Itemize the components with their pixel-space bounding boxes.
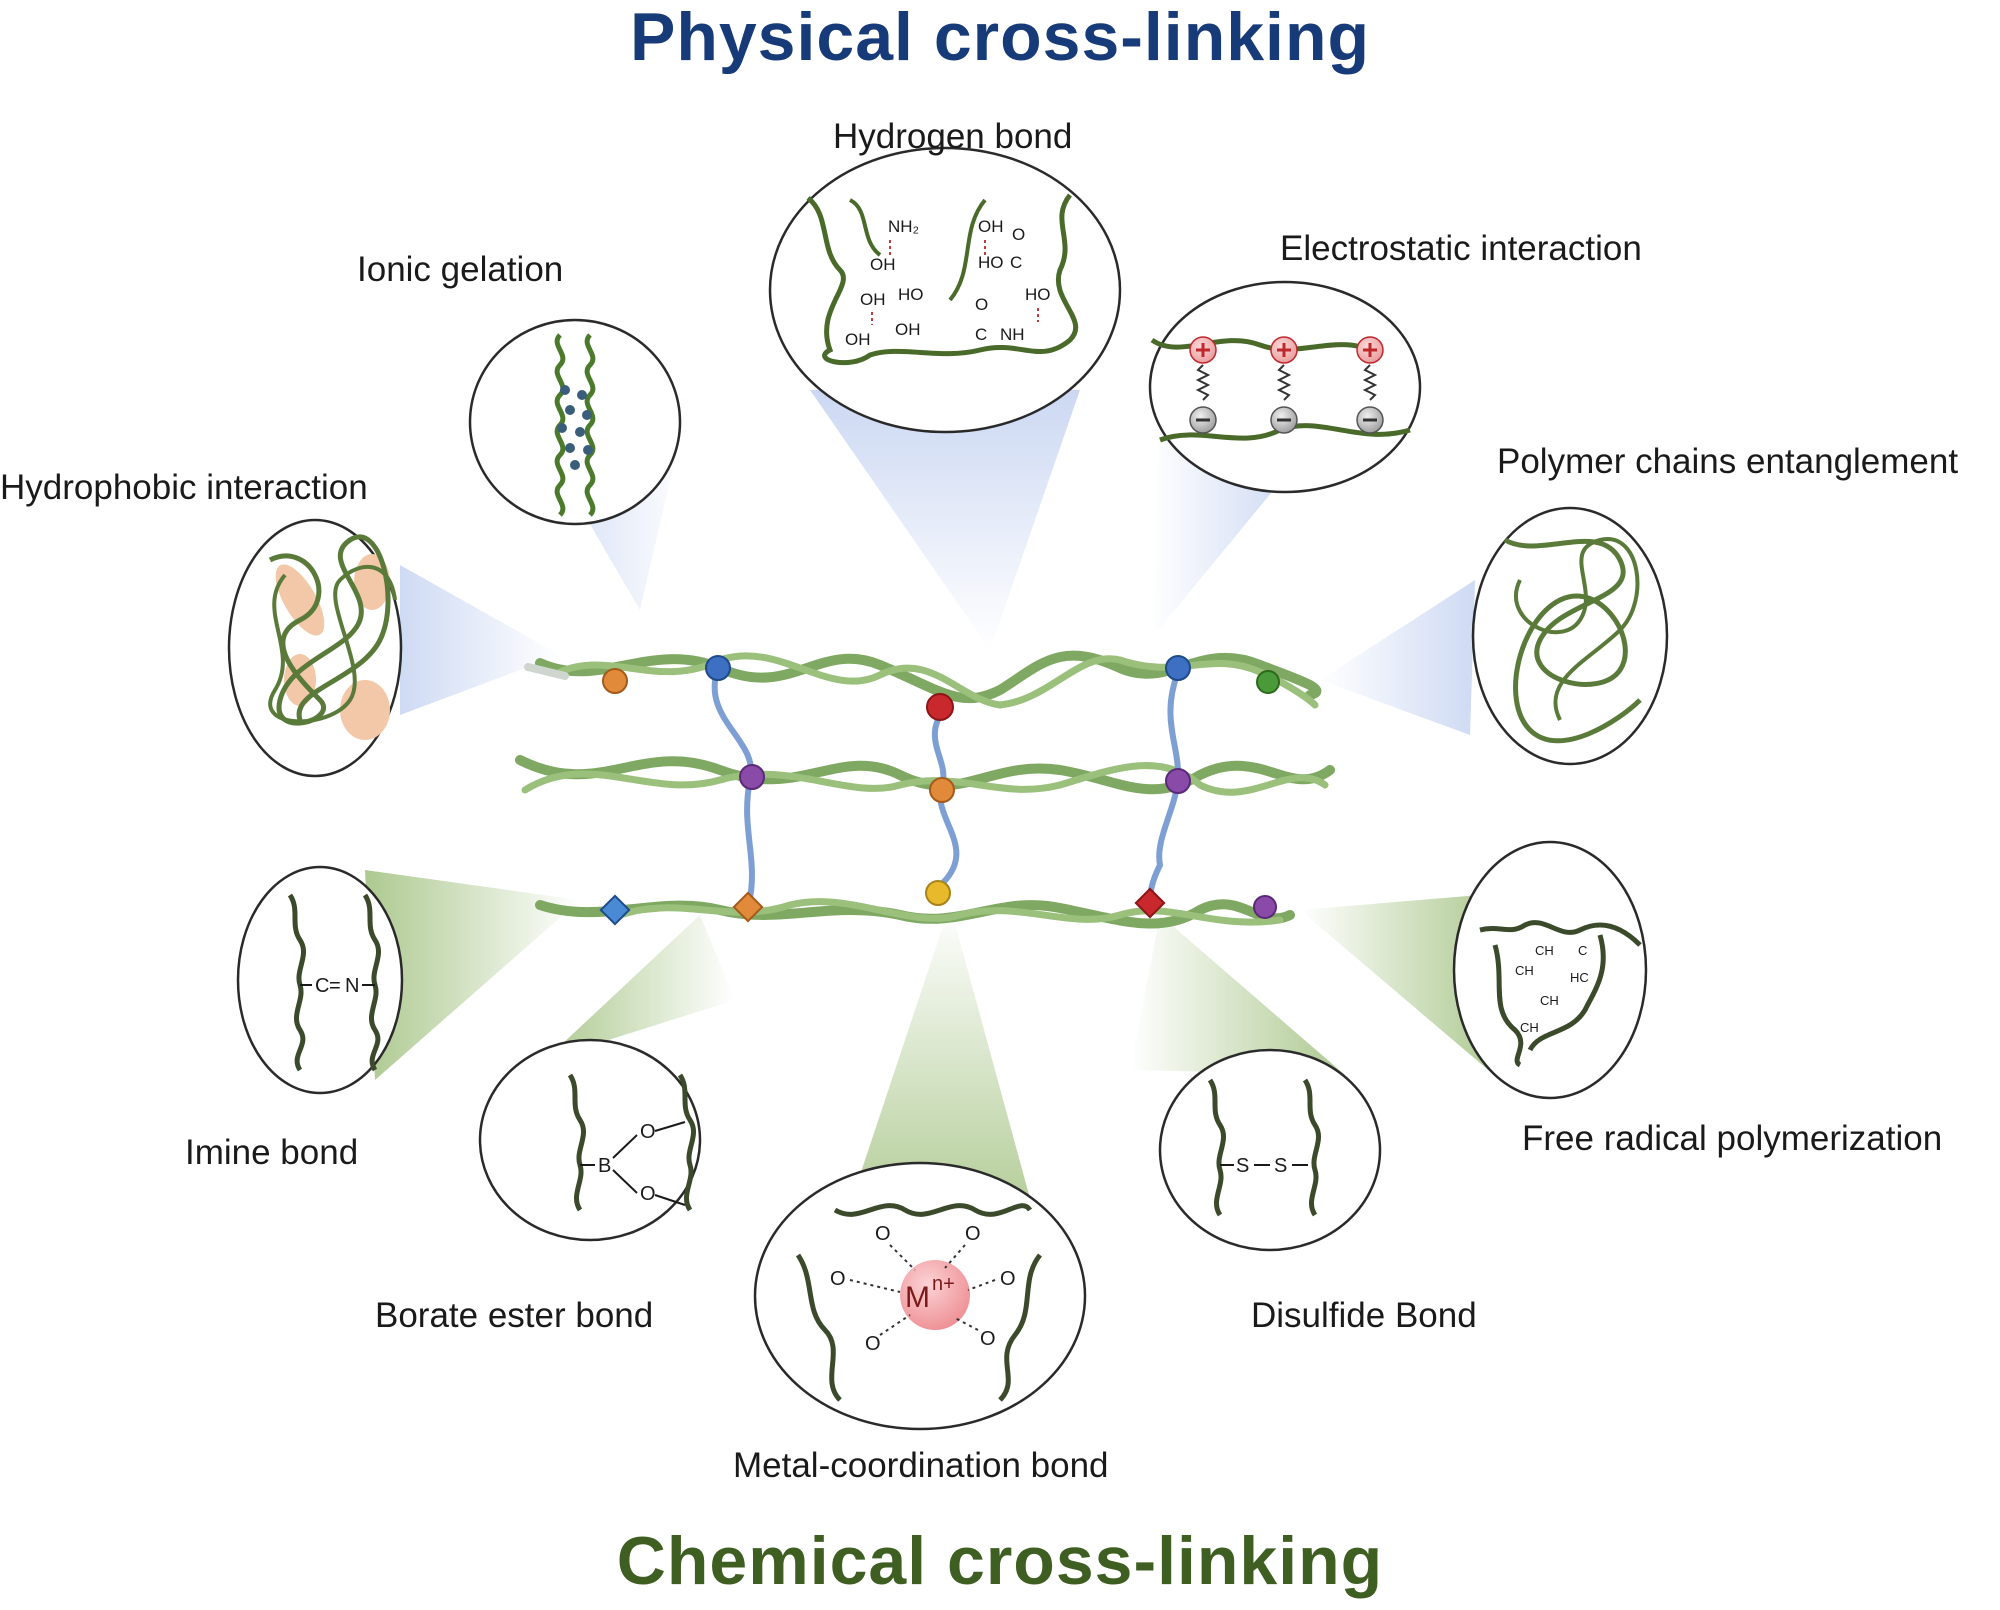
borate-o: O — [640, 1121, 656, 1143]
label-imine-bond: Imine bond — [185, 1133, 359, 1172]
label-hydrogen-bond: Hydrogen bond — [833, 117, 1073, 156]
h-oh: OH — [845, 330, 871, 349]
node-diamond-blue — [599, 894, 631, 926]
beam-hydrogen — [810, 390, 1080, 650]
h-oh: OH — [978, 217, 1004, 236]
node-blue — [705, 655, 731, 681]
bubble-borate: B O O — [478, 1038, 702, 1242]
bubble-disulfide: S S — [1158, 1048, 1382, 1252]
node-yellow — [925, 880, 951, 906]
imine-n: N — [345, 975, 359, 997]
metal-o: O — [830, 1268, 846, 1290]
fr-hc: HC — [1570, 970, 1589, 985]
node-green — [1256, 670, 1280, 694]
h-oh: OH — [860, 290, 886, 309]
h-o: O — [1012, 225, 1025, 244]
beam-disulfide — [1130, 915, 1345, 1075]
node-orange — [602, 668, 628, 694]
bubble-hydrophobic — [227, 518, 403, 778]
node-diamond-orange — [732, 891, 764, 923]
chemical-beams — [365, 870, 1500, 1235]
metal-symbol: M — [905, 1281, 930, 1314]
bubble-imine: C = N — [236, 865, 404, 1095]
beam-metal — [840, 905, 1040, 1235]
physical-crosslinking-title: Physical cross-linking — [629, 0, 1371, 75]
node-red — [926, 693, 954, 721]
h-c: C — [1010, 253, 1022, 272]
chemical-crosslinking-title: Chemical cross-linking — [616, 1523, 1384, 1599]
fr-c: C — [1578, 943, 1587, 958]
fr-ch: CH — [1520, 1020, 1539, 1035]
h-oh: OH — [895, 320, 921, 339]
beam-hydrophobic — [400, 565, 560, 715]
metal-o: O — [865, 1333, 881, 1355]
label-metal-coordination-bond: Metal-coordination bond — [733, 1446, 1109, 1485]
svg-text:=: = — [329, 975, 341, 997]
metal-o: O — [965, 1223, 981, 1245]
disulfide-s: S — [1236, 1155, 1249, 1177]
h-ho: HO — [978, 253, 1004, 272]
bubble-entanglement — [1471, 506, 1669, 766]
bubble-electrostatic — [1148, 280, 1422, 494]
beam-free-radical — [1300, 895, 1500, 1080]
beam-imine — [365, 870, 580, 1080]
metal-charge: n+ — [932, 1273, 955, 1295]
node-diamond-red — [1134, 887, 1166, 919]
node-orange — [929, 777, 955, 803]
label-hydrophobic-interaction: Hydrophobic interaction — [0, 468, 368, 507]
metal-o: O — [980, 1328, 996, 1350]
node-blue — [1165, 655, 1191, 681]
label-borate-ester-bond: Borate ester bond — [375, 1296, 654, 1335]
label-electrostatic-interaction: Electrostatic interaction — [1280, 229, 1642, 268]
h-ho: HO — [898, 285, 924, 304]
bubble-metal-coordination: M n+ O O O O O O — [753, 1161, 1087, 1431]
metal-o: O — [1000, 1268, 1016, 1290]
borate-o: O — [640, 1183, 656, 1205]
h-oh: OH — [870, 255, 896, 274]
disulfide-s: S — [1274, 1155, 1287, 1177]
fr-ch: CH — [1540, 993, 1559, 1008]
node-purple — [1165, 768, 1191, 794]
h-o: O — [975, 295, 988, 314]
imine-c: C — [315, 975, 329, 997]
beam-entanglement — [1320, 580, 1475, 735]
h-nh: NH — [1000, 325, 1025, 344]
h-ho: HO — [1025, 285, 1051, 304]
node-purple — [1253, 895, 1277, 919]
label-polymer-chains-entanglement: Polymer chains entanglement — [1497, 442, 1959, 481]
polymer-network — [515, 650, 1335, 929]
bubble-ionic-gelation — [468, 318, 682, 526]
beam-borate — [545, 915, 735, 1060]
label-disulfide-bond: Disulfide Bond — [1251, 1296, 1477, 1335]
h-nh2: NH₂ — [888, 217, 919, 236]
bubble-free-radical: CH CH C HC CH CH — [1452, 840, 1648, 1100]
fr-ch: CH — [1515, 963, 1534, 978]
node-purple — [739, 764, 765, 790]
charge-pairs — [1189, 336, 1384, 434]
borate-b: B — [598, 1155, 611, 1177]
metal-o: O — [875, 1223, 891, 1245]
label-free-radical-polymerization: Free radical polymerization — [1522, 1119, 1943, 1158]
network-nodes — [599, 655, 1280, 926]
bubble-hydrogen-bond: NH₂ OH OH OH HO OH OH HO C O HO O C NH — [768, 146, 1122, 434]
h-c: C — [975, 325, 987, 344]
fr-ch: CH — [1535, 943, 1554, 958]
label-ionic-gelation: Ionic gelation — [357, 250, 564, 289]
